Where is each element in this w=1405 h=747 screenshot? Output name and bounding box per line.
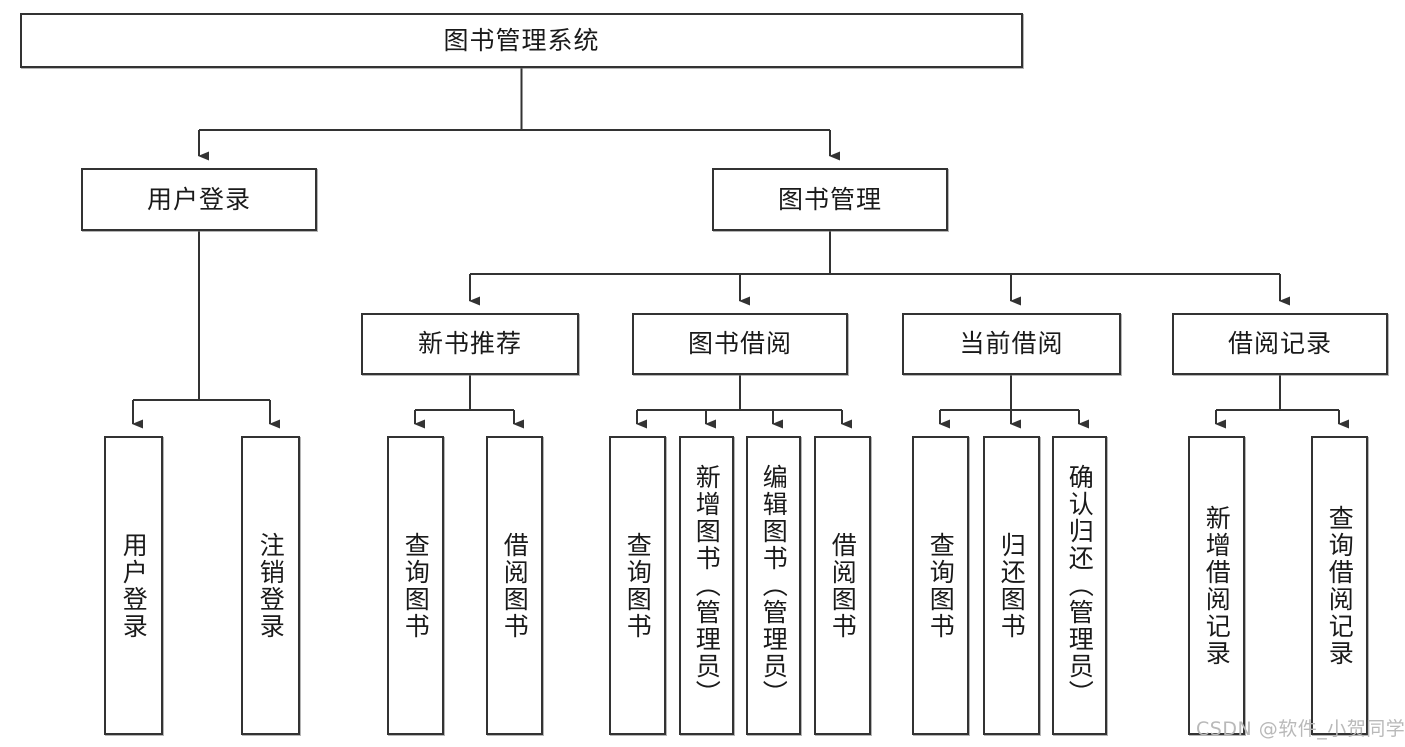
leaf-logout-label: 注销登录 (256, 531, 286, 640)
node-book-manage[interactable]: 图书管理 (712, 168, 948, 231)
leaf-logout[interactable]: 注销登录 (241, 436, 300, 735)
leaf-edit-book[interactable]: 编辑图书（管理员） (746, 436, 801, 735)
node-book-borrow[interactable]: 图书借阅 (632, 313, 848, 375)
node-new-book-recommend[interactable]: 新书推荐 (361, 313, 579, 375)
node-root-label: 图书管理系统 (443, 25, 600, 55)
leaf-add-record[interactable]: 新增借阅记录 (1188, 436, 1245, 735)
leaf-query-book-3[interactable]: 查询图书 (912, 436, 969, 735)
leaf-add-record-label: 新增借阅记录 (1202, 504, 1232, 667)
leaf-query-record-label: 查询借阅记录 (1325, 504, 1355, 667)
node-user-login-label: 用户登录 (146, 184, 251, 214)
node-book-manage-label: 图书管理 (777, 184, 882, 214)
node-book-borrow-label: 图书借阅 (687, 329, 792, 359)
leaf-query-book-1-label: 查询图书 (401, 531, 431, 640)
leaf-borrow-book-1[interactable]: 借阅图书 (486, 436, 543, 735)
leaf-return-book[interactable]: 归还图书 (983, 436, 1040, 735)
node-borrow-record-label: 借阅记录 (1227, 329, 1332, 359)
leaf-user-login-label: 用户登录 (119, 531, 149, 640)
leaf-query-record[interactable]: 查询借阅记录 (1311, 436, 1368, 735)
leaf-return-book-label: 归还图书 (997, 531, 1027, 640)
leaf-query-book-2-label: 查询图书 (623, 531, 653, 640)
leaf-query-book-1[interactable]: 查询图书 (387, 436, 444, 735)
node-current-borrow[interactable]: 当前借阅 (902, 313, 1121, 375)
leaf-query-book-3-label: 查询图书 (926, 531, 956, 640)
node-user-login[interactable]: 用户登录 (81, 168, 317, 231)
leaf-add-book-label: 新增图书（管理员） (692, 464, 722, 707)
leaf-borrow-book-2[interactable]: 借阅图书 (814, 436, 871, 735)
leaf-user-login[interactable]: 用户登录 (104, 436, 163, 735)
leaf-confirm-return-label: 确认归还（管理员） (1065, 464, 1095, 707)
node-new-book-recommend-label: 新书推荐 (417, 329, 522, 359)
node-borrow-record[interactable]: 借阅记录 (1172, 313, 1388, 375)
leaf-confirm-return[interactable]: 确认归还（管理员） (1052, 436, 1107, 735)
leaf-borrow-book-2-label: 借阅图书 (828, 531, 858, 640)
leaf-add-book[interactable]: 新增图书（管理员） (679, 436, 734, 735)
leaf-edit-book-label: 编辑图书（管理员） (759, 464, 789, 707)
leaf-borrow-book-1-label: 借阅图书 (500, 531, 530, 640)
node-root[interactable]: 图书管理系统 (20, 13, 1023, 68)
node-current-borrow-label: 当前借阅 (959, 329, 1064, 359)
leaf-query-book-2[interactable]: 查询图书 (609, 436, 666, 735)
csdn-watermark: CSDN @软件_小贺同学 (1196, 718, 1405, 740)
